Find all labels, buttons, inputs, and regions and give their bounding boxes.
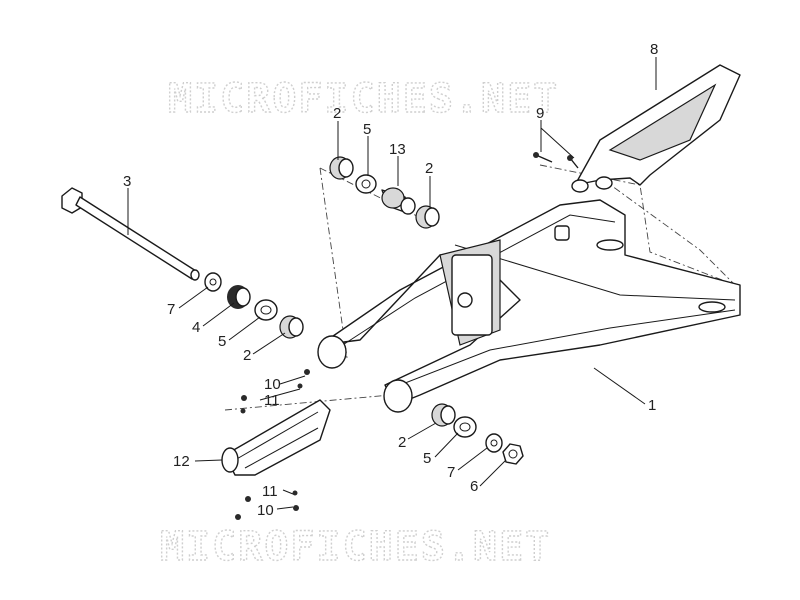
callout-5-top: 5 [363, 121, 371, 138]
callout-7-right: 7 [447, 464, 455, 481]
spacer-5-left[interactable] [254, 299, 278, 321]
callout-2-left: 2 [243, 347, 251, 364]
washer-7-right[interactable] [485, 433, 503, 453]
bushing-2-left[interactable] [279, 315, 304, 339]
swingarm[interactable] [317, 199, 741, 413]
watermark-bottom: MICROFICHES.NET [160, 524, 551, 570]
callout-2-right: 2 [398, 434, 406, 451]
callout-12: 12 [173, 453, 190, 470]
bushing-2-top-right[interactable] [415, 205, 440, 229]
pivot-bolt[interactable] [61, 187, 200, 281]
nut-6[interactable] [502, 443, 524, 465]
callout-2-top-right: 2 [425, 160, 433, 177]
spacer-5-top[interactable] [355, 174, 377, 194]
callout-11-bottom: 11 [262, 483, 278, 500]
bushing-2-top-left[interactable] [329, 156, 354, 180]
chain-guard-8[interactable] [571, 64, 741, 193]
callout-5-right: 5 [423, 450, 431, 467]
bearing-4[interactable] [227, 285, 251, 309]
washer-7-left[interactable] [204, 272, 222, 292]
screws-10-11[interactable] [235, 369, 310, 520]
callout-13: 13 [389, 141, 406, 158]
callout-6: 6 [470, 478, 478, 495]
callout-11-top: 11 [264, 392, 280, 409]
callout-3: 3 [123, 173, 131, 190]
bushing-2-right[interactable] [431, 403, 456, 427]
callout-10-top: 10 [264, 376, 281, 393]
callout-9: 9 [536, 105, 544, 122]
leader-lines [127, 57, 657, 510]
bushing-13[interactable] [381, 187, 416, 215]
callout-1: 1 [648, 397, 656, 414]
screws-9[interactable] [533, 152, 579, 169]
callout-8: 8 [650, 41, 658, 58]
chain-slider-12[interactable] [221, 399, 331, 476]
watermark-top: MICROFICHES.NET [168, 76, 559, 122]
spacer-5-right[interactable] [453, 416, 477, 438]
callout-4: 4 [192, 319, 200, 336]
callout-7-left: 7 [167, 301, 175, 318]
callout-5-left: 5 [218, 333, 226, 350]
callout-2-top-left: 2 [333, 105, 341, 122]
callout-10-bottom: 10 [257, 502, 274, 519]
callouts: 8 9 2 5 13 2 3 7 4 5 2 10 11 12 11 10 2 … [123, 41, 658, 519]
